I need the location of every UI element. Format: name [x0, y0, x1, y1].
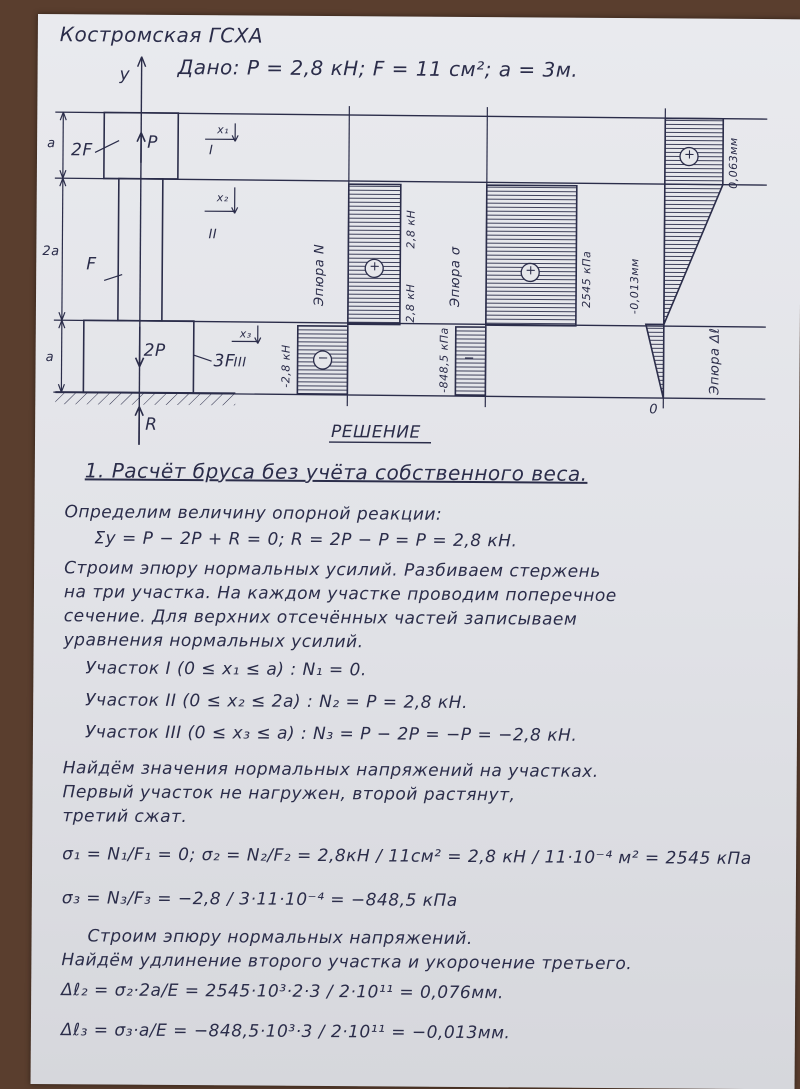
section-1-label: I — [209, 143, 213, 158]
epure-dl-mid-value: -0,013мм — [628, 258, 641, 314]
epure-sigma-title: Эпюра σ — [448, 246, 463, 307]
epure-n-top-value: 2,8 кН — [404, 210, 417, 249]
epure-dl-plus: + — [684, 148, 696, 163]
solution-line: Определим величину опорной реакции: — [64, 502, 442, 525]
beam-bottom-segment — [83, 320, 193, 393]
epure-n-plus: + — [369, 259, 381, 274]
solution-line: Δℓ₃ = σ₃·a/E = −848,5·10³·3 / 2·10¹¹ = −… — [61, 1020, 511, 1043]
epure-n-title: Эпюра N — [312, 244, 327, 306]
epure-sigma-plus: + — [525, 263, 537, 278]
epure-dl-top-value: 0,063мм — [727, 137, 740, 189]
solution-line: Участок I (0 ≤ x₁ ≤ a) : N₁ = 0. — [85, 658, 367, 680]
epure-dl-negative — [645, 324, 664, 398]
solution-line: Σy = P − 2P + R = 0; R = 2P − P = P = 2,… — [94, 528, 517, 551]
epure-n-bottom-value: 2,8 кН — [404, 284, 417, 323]
reaction-r-arrow — [135, 407, 143, 445]
dim-a-top: a — [47, 136, 56, 151]
solution-line: Найдём удлинение второго участка и укоро… — [61, 950, 632, 974]
section-3-label: III — [234, 355, 247, 370]
area-2f-label: 2F — [71, 140, 93, 160]
section-2-label: II — [208, 227, 217, 242]
epure-dl-zero: 0 — [649, 402, 658, 417]
force-p-label: P — [147, 133, 158, 153]
solution-line: σ₁ = N₁/F₁ = 0; σ₂ = N₂/F₂ = 2,8кН / 11с… — [62, 844, 752, 869]
dim-a-bottom: a — [46, 350, 55, 365]
axis-y-label: y — [120, 65, 131, 85]
epure-dl-title: Эпюра Δℓ — [707, 328, 722, 395]
solution-heading: РЕШЕНИЕ — [331, 422, 421, 443]
solution-line: сечение. Для верхних отсечённых частей з… — [64, 606, 578, 630]
paper-sheet: Костромская ГСХА Дано: P = 2,8 кН; F = 1… — [31, 14, 800, 1089]
epure-sigma-positive — [486, 185, 577, 326]
section-heading: 1. Расчёт бруса без учёта собственного в… — [85, 458, 588, 486]
solution-line: Первый участок не нагружен, второй растя… — [62, 782, 515, 805]
force-p-arrow — [137, 133, 145, 163]
reaction-r-label: R — [145, 415, 157, 435]
solution-line: уравнения нормальных усилий. — [64, 630, 364, 652]
dim-2a: 2a — [42, 244, 59, 259]
force-2p-arrow — [136, 327, 144, 367]
solution-line: Найдём значения нормальных напряжений на… — [63, 758, 599, 782]
solution-line: третий сжат. — [62, 806, 187, 827]
solution-line: Строим эпюру нормальных напряжений. — [87, 926, 472, 949]
epure-n-minus: − — [318, 351, 330, 366]
epure-sigma-pos-value: 2545 кПа — [580, 251, 593, 308]
solution-line: σ₃ = N₃/F₃ = −2,8 / 3·11·10⁻⁴ = −848,5 к… — [62, 888, 458, 911]
x3-label: x₃ — [240, 327, 252, 340]
epure-sigma-minus: − — [464, 351, 476, 366]
area-3f-label: 3F — [214, 351, 236, 371]
x2-label: x₂ — [217, 191, 229, 204]
epure-sigma-neg-value: -848,5 кПа — [437, 327, 450, 393]
area-f-label: F — [86, 254, 96, 274]
x1-label: x₁ — [217, 123, 229, 136]
solution-line: Участок II (0 ≤ x₂ ≤ 2a) : N₂ = P = 2,8 … — [85, 690, 468, 713]
solution-line: Строим эпюру нормальных усилий. Разбивае… — [64, 558, 601, 582]
force-2p-label: 2P — [144, 341, 166, 361]
epure-n-positive — [348, 184, 401, 324]
solution-line: Δℓ₂ = σ₂·2a/E = 2545·10³·2·3 / 2·10¹¹ = … — [61, 980, 504, 1003]
epure-n-neg-value: -2,8 кН — [279, 344, 292, 387]
solution-line: на три участка. На каждом участке провод… — [64, 582, 617, 606]
solution-line: Участок III (0 ≤ x₃ ≤ a) : N₃ = P − 2P =… — [85, 722, 577, 745]
